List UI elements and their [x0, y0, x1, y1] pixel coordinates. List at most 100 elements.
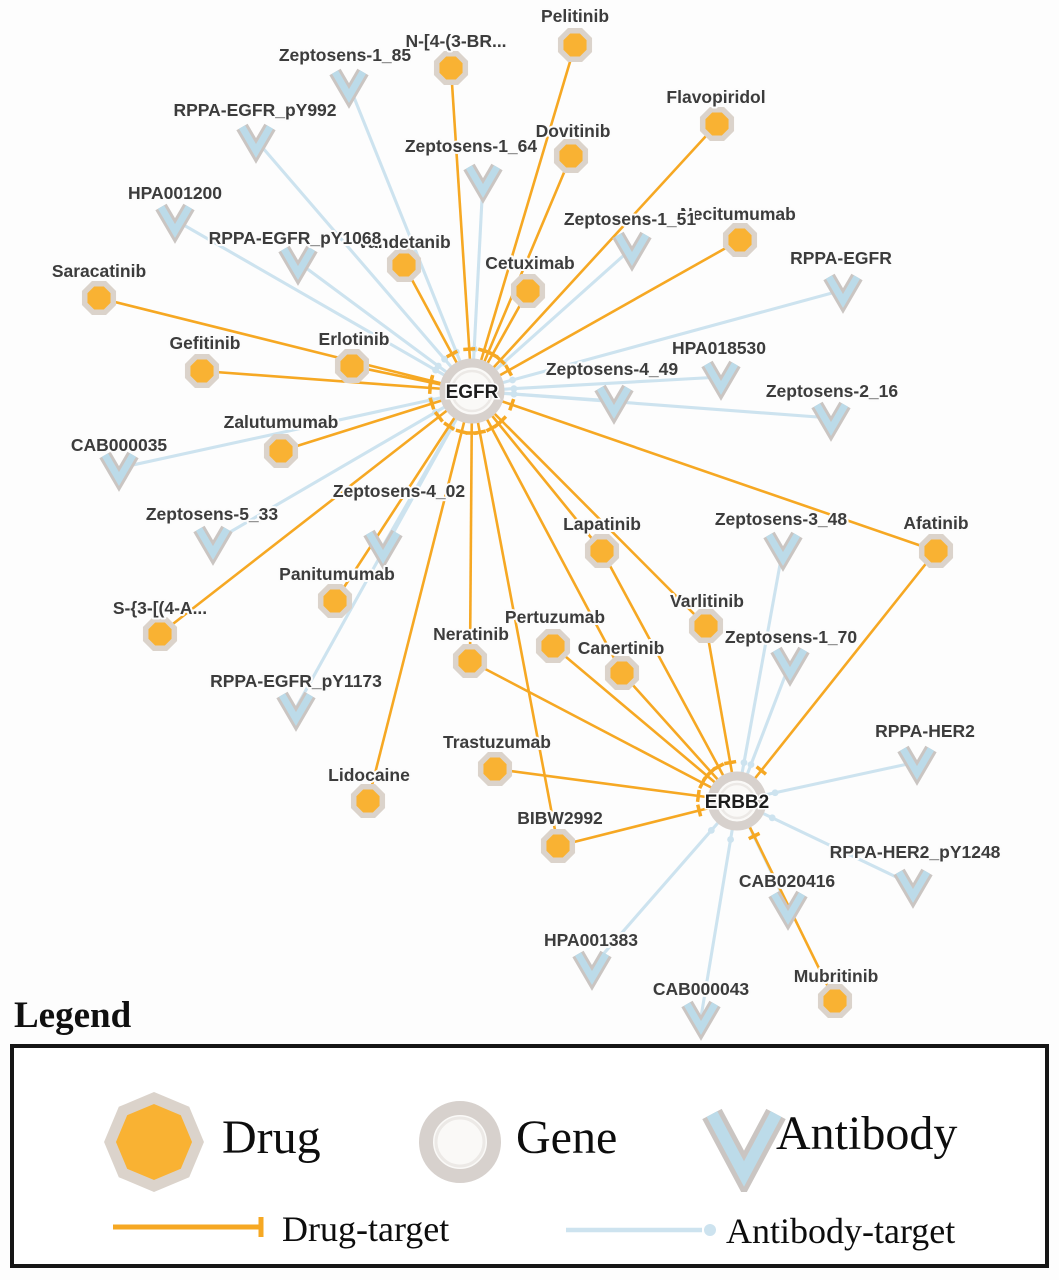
inhibition-tee	[443, 421, 456, 431]
node-label: Necitumumab	[680, 204, 796, 224]
drug-legend-icon	[104, 1092, 204, 1192]
drug-node	[184, 353, 220, 389]
node-label: S-{3-[(4-A...	[113, 598, 207, 618]
drug-target-edge	[557, 799, 738, 848]
inhibition-tee	[473, 429, 487, 436]
node-label: Zeptosens-4_02	[333, 481, 466, 501]
antibody-node	[768, 890, 808, 931]
drug-target-edge	[159, 389, 473, 636]
node-label: Zeptosens-1_51	[564, 209, 697, 229]
inhibition-tee	[748, 831, 761, 841]
node-label: CAB000035	[71, 435, 168, 455]
antibody-node	[99, 451, 139, 492]
drug-target-edge	[735, 550, 938, 802]
node-label: Dovitinib	[536, 121, 611, 141]
antibody-node	[893, 868, 933, 909]
drug-target-edge	[470, 44, 577, 392]
antibody-target-edge	[471, 288, 844, 393]
antibody-target-legend-label: Antibody-target	[726, 1211, 956, 1251]
antibody-node	[276, 691, 316, 732]
inhibition-tee	[696, 804, 703, 817]
inhibition-tee	[701, 770, 713, 782]
drug-target-edge	[470, 390, 560, 847]
antibody-target-edge	[118, 389, 473, 470]
antibody-node	[278, 245, 318, 286]
node-label: Mubritinib	[794, 966, 879, 986]
drug-target-edge	[600, 550, 739, 802]
drug-node	[317, 583, 353, 619]
drug-node	[699, 106, 735, 142]
node-label: Erlotinib	[319, 329, 390, 349]
drug-target-edge	[280, 389, 473, 453]
node-label: Panitumumab	[279, 564, 395, 584]
node-label: Trastuzumab	[443, 732, 551, 752]
drug-node	[81, 280, 117, 316]
drug-node	[688, 608, 724, 644]
node-label: Cetuximab	[485, 253, 574, 273]
drug-target-legend-label: Drug-target	[282, 1209, 450, 1249]
drug-target-edge	[704, 625, 739, 802]
drug-legend-label: Drug	[222, 1111, 321, 1164]
label-layer: EGFRERBB2PelitinibN-[4-(3-BR...Dovitinib…	[50, 4, 1003, 1001]
drug-target-edge	[471, 123, 718, 392]
antibody-node	[763, 531, 803, 572]
legend-title: Legend	[14, 995, 132, 1036]
edge-endpoint-dot	[727, 836, 734, 843]
drug-target-edge	[552, 645, 738, 802]
antibody-node	[681, 1000, 721, 1041]
drug-target-edge	[98, 296, 473, 393]
inhibition-tee	[485, 423, 498, 433]
edge-endpoint-dot	[768, 814, 776, 822]
drug-target-edge	[468, 390, 474, 662]
node-label: Flavopiridol	[666, 87, 765, 107]
edge-endpoint-dot	[441, 355, 449, 363]
drug-target-edge	[201, 369, 473, 393]
node-label: Zalutumumab	[224, 412, 339, 432]
antibody-node	[594, 384, 634, 425]
antibody-target-edge	[735, 547, 785, 802]
node-label: Saracatinib	[52, 261, 146, 281]
node-label: Canertinib	[578, 638, 665, 658]
node-label: Neratinib	[433, 624, 509, 644]
antibody-node	[770, 646, 810, 687]
node-label: RPPA-EGFR_pY1173	[210, 671, 382, 691]
node-label: BIBW2992	[517, 808, 603, 828]
drug-node	[350, 783, 386, 819]
drug-node	[584, 533, 620, 569]
drug-target-edge	[469, 659, 738, 803]
node-label: Zeptosens-1_85	[279, 45, 412, 65]
drug-node	[604, 655, 640, 691]
node-label: Pertuzumab	[505, 607, 605, 627]
legend-box: Drug Gene Antibody Drug-target Antibody-…	[10, 1044, 1049, 1268]
drug-node	[540, 828, 576, 864]
drug-node	[918, 533, 954, 569]
node-label: EGFR	[446, 382, 499, 403]
antibody-target-edge	[470, 179, 485, 392]
node-label: Vandetanib	[357, 232, 450, 252]
antibody-node	[463, 163, 503, 204]
drug-target-edge	[470, 390, 604, 552]
node-label: Lidocaine	[328, 765, 410, 785]
antibody-target-edge	[347, 84, 474, 392]
antibody-legend-icon	[702, 1108, 786, 1192]
drug-node	[452, 643, 488, 679]
inhibition-tee	[433, 410, 444, 423]
inhibition-tee	[496, 415, 508, 427]
gene-node	[707, 771, 767, 831]
edge-endpoint-dot	[509, 376, 516, 384]
node-label: Lapatinib	[563, 514, 641, 534]
node-label: Gefitinib	[170, 333, 241, 353]
antibody-target-edge	[471, 389, 832, 420]
edge-endpoint-dot	[707, 826, 715, 834]
node-label: N-[4-(3-BR...	[405, 31, 506, 51]
drug-node	[334, 348, 370, 384]
node-label: Zeptosens-1_70	[725, 627, 858, 647]
node-label: RPPA-HER2_pY1248	[830, 842, 1001, 862]
node-label: RPPA-EGFR	[790, 248, 892, 268]
drug-target-edge	[471, 390, 707, 627]
inhibition-tee	[455, 428, 468, 435]
drug-target-edge	[471, 389, 937, 553]
antibody-target-legend-line	[566, 1224, 716, 1236]
antibody-node	[572, 950, 612, 991]
